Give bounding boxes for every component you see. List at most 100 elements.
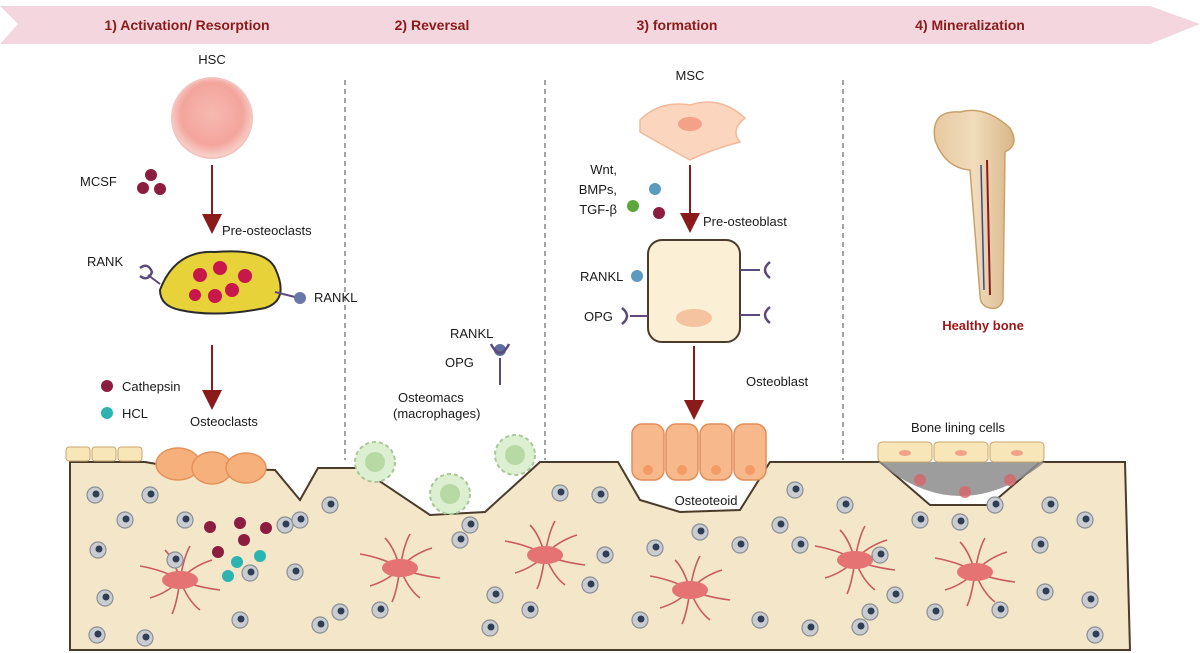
stage-label-formation: 3) formation [637, 17, 718, 33]
bone-cell-nucleus [147, 490, 155, 498]
bone-cell-nucleus [527, 605, 535, 613]
msc-label: MSC [676, 68, 705, 83]
mcsf-molecules [137, 169, 166, 195]
osteocyte [139, 545, 221, 615]
bmps-label: BMPs, [579, 182, 617, 197]
bone-cell-nucleus [1082, 515, 1090, 523]
resorption-molecules [204, 517, 272, 582]
bone-cell-nucleus [957, 517, 965, 525]
osteocyte [649, 555, 731, 625]
osteomacs-label: Osteomacs [398, 390, 464, 405]
bone-cell-nucleus [457, 535, 465, 543]
pre-osteoblast-cell [621, 239, 771, 343]
bone-cell-nucleus [182, 515, 190, 523]
rank-label: RANK [87, 254, 123, 269]
hcl-label: HCL [122, 406, 148, 421]
hsc-cell [171, 77, 253, 159]
macrophages-label: (macrophages) [393, 406, 480, 421]
bone-cell-nucleus [992, 500, 1000, 508]
bone-cell-nucleus [282, 520, 290, 528]
bone-cell-nucleus [587, 580, 595, 588]
bone-cell-nucleus [1042, 587, 1050, 595]
bone-cell-nucleus [997, 605, 1005, 613]
cathepsin-label: Cathepsin [122, 379, 181, 394]
bone-lining-cells-label: Bone lining cells [911, 420, 1005, 435]
bone-cell-nucleus [892, 590, 900, 598]
rankl-label-1: RANKL [314, 290, 357, 305]
bone-cell-nucleus [172, 555, 180, 563]
bone-cell-nucleus [292, 567, 300, 575]
bone-cell-nucleus [597, 490, 605, 498]
bone-cell-nucleus [867, 607, 875, 615]
osteocyte [359, 533, 441, 603]
bone-cell-nucleus [1047, 500, 1055, 508]
bone-cell-nucleus [842, 500, 850, 508]
bone-cell-nucleus [807, 623, 815, 631]
bone-cell-nucleus [297, 515, 305, 523]
osteocyte-cells [139, 520, 1016, 625]
bone-cell-nucleus [737, 540, 745, 548]
healthy-bone-illustration [933, 109, 1015, 310]
bone-cell-nucleus [467, 520, 475, 528]
opg-label-1: OPG [445, 355, 474, 370]
bone-cell-nucleus [757, 615, 765, 623]
pre-osteoclast-cell [139, 250, 306, 315]
bone-cell-nucleus [247, 568, 255, 576]
bone-cell-nucleus [487, 623, 495, 631]
bone-cell-nucleus [492, 590, 500, 598]
osteoteoid-label: Osteoteoid [675, 493, 738, 508]
msc-cell [639, 101, 747, 161]
osteoblast-label: Osteoblast [746, 374, 809, 389]
rankl-opg-complex [489, 343, 511, 385]
growth-factor-molecules [627, 183, 665, 219]
bone-cell-nucleus [1087, 595, 1095, 603]
osteoclast-cells [155, 447, 267, 485]
bone-cell-nucleus [237, 615, 245, 623]
stage-banner: 1) Activation/ Resorption 2) Reversal 3)… [0, 6, 1200, 44]
bone-cell-nucleus [92, 490, 100, 498]
osteocyte-body [382, 559, 418, 577]
bone-cell-nucleus [1037, 540, 1045, 548]
bone-cell-nucleus [377, 605, 385, 613]
bone-cell-nucleus [697, 527, 705, 535]
macrophage-cells [354, 434, 536, 515]
bone-cell-nucleus [857, 622, 865, 630]
osteocyte [814, 525, 896, 595]
bone-cell-nucleus [797, 540, 805, 548]
bone-cell-nucleus [317, 620, 325, 628]
bone-cell-nucleus [652, 543, 660, 551]
left-lining-cells [65, 446, 143, 462]
bone-matrix-cells [86, 481, 1104, 647]
osteocyte-body [527, 546, 563, 564]
bone-cell-nucleus [327, 500, 335, 508]
bone-cell-nucleus [792, 485, 800, 493]
bone-cell-nucleus [917, 515, 925, 523]
opg-label-2: OPG [584, 309, 613, 324]
osteocyte [934, 537, 1016, 607]
osteocyte-body [162, 571, 198, 589]
tgf-label: TGF-β [579, 202, 617, 217]
hsc-label: HSC [198, 52, 225, 67]
bone-cell-nucleus [102, 593, 110, 601]
osteocyte-body [957, 563, 993, 581]
stage-label-reversal: 2) Reversal [395, 17, 470, 33]
osteocyte [504, 520, 586, 590]
bone-lining-cells [877, 441, 1045, 463]
osteoblast-cells [631, 423, 767, 481]
bone-cell-nucleus [122, 515, 130, 523]
rankl-label-2: RANKL [450, 326, 493, 341]
bone-cell-nucleus [95, 545, 103, 553]
cathepsin-key-dot [101, 380, 113, 392]
bone-cell-nucleus [94, 630, 102, 638]
stage-label-activation: 1) Activation/ Resorption [104, 17, 269, 33]
bone-cell-nucleus [1092, 630, 1100, 638]
bone-cell-nucleus [932, 607, 940, 615]
hcl-key-dot [101, 407, 113, 419]
wnt-label: Wnt, [590, 162, 617, 177]
stage-separators [344, 80, 844, 460]
bone-cell-nucleus [142, 633, 150, 641]
osteocyte-body [672, 581, 708, 599]
bone-cell-nucleus [557, 488, 565, 496]
healthy-bone-label: Healthy bone [942, 318, 1024, 333]
